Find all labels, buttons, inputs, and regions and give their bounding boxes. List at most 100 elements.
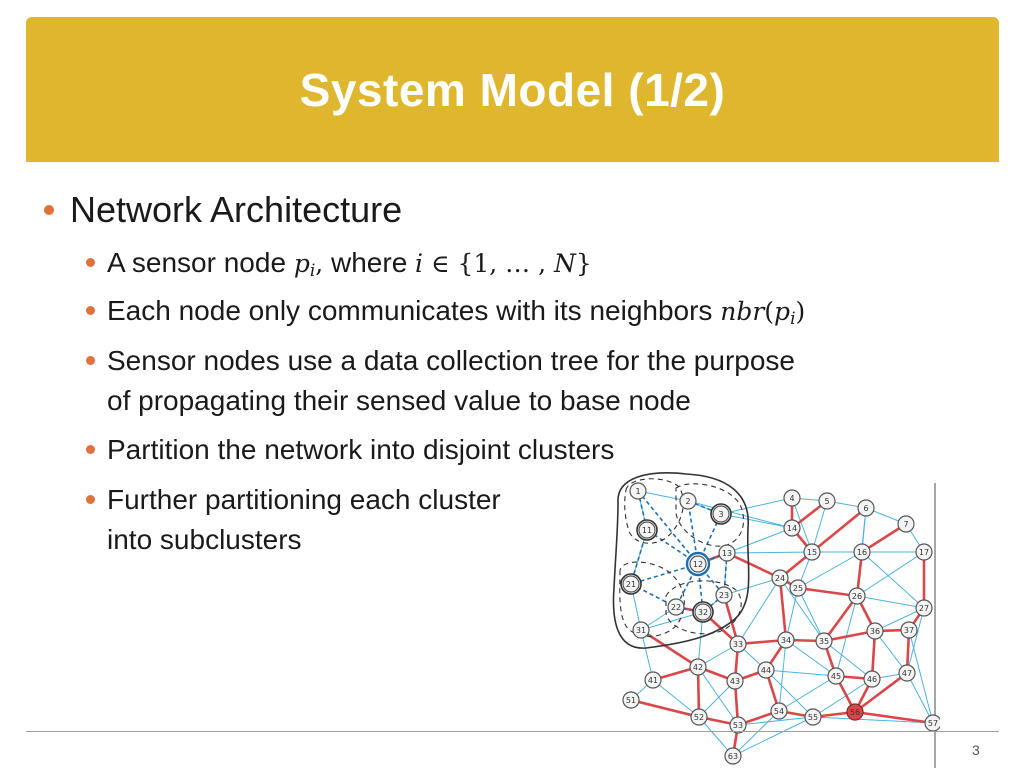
neighbor-edge	[861, 551, 925, 609]
neighbor-edge	[797, 551, 863, 589]
node-circle	[724, 747, 742, 765]
bullet-neighbors: Each node only communicates with its nei…	[86, 291, 805, 339]
node-label: 32	[698, 608, 708, 617]
math-symbol: i	[415, 249, 424, 278]
network-node: 13	[718, 544, 736, 562]
node-label: 14	[787, 524, 797, 533]
network-node: 3	[710, 503, 732, 525]
network-node: 35	[815, 632, 833, 650]
math-nbr: nbr(pi)	[720, 297, 806, 329]
subcluster-outline	[624, 478, 684, 544]
bullet-text: Each node only communicates with its nei…	[107, 291, 805, 339]
bullet-text: Partition the network into disjoint clus…	[107, 434, 615, 465]
bullet-dot-icon	[44, 205, 54, 215]
neighbor-edge	[737, 716, 814, 726]
node-circle	[900, 621, 918, 639]
network-node: 11	[636, 519, 658, 541]
node-circle	[629, 482, 647, 500]
math-symbol: )	[795, 297, 806, 326]
network-node: 16	[853, 543, 871, 561]
neighbor-edge	[720, 497, 793, 515]
node-label: 26	[852, 592, 862, 601]
text-line: into subclusters	[107, 524, 302, 555]
node-label: 37	[904, 626, 914, 635]
node-circle	[726, 672, 744, 690]
neighbor-edge	[697, 666, 739, 726]
node-label: 63	[728, 752, 738, 761]
network-node: 22	[667, 598, 685, 616]
network-node: 37	[900, 621, 918, 639]
text-line: Further partitioning each cluster	[107, 484, 501, 515]
math-subscript: i	[309, 261, 316, 281]
network-node: 51	[622, 691, 640, 709]
node-circle	[771, 569, 789, 587]
math-set: i ∈ {1, … , N}	[415, 249, 592, 278]
node-circle	[853, 543, 871, 561]
node-label: 24	[775, 574, 785, 583]
node-label: 27	[919, 604, 929, 613]
node-circle	[632, 621, 650, 639]
tree-edge	[630, 698, 700, 719]
node-circle	[848, 587, 866, 605]
neighbor-edge	[726, 551, 813, 554]
node-label: 45	[831, 672, 841, 681]
node-label: 22	[671, 603, 681, 612]
math-symbol: ,	[315, 249, 324, 278]
network-node: 17	[915, 543, 933, 561]
subcluster-outline	[675, 483, 744, 547]
math-symbol: p	[774, 297, 791, 326]
math-symbol: N	[554, 249, 576, 278]
node-circle	[866, 622, 884, 640]
node-label: 16	[857, 548, 867, 557]
node-circle	[622, 691, 640, 709]
node-label: 41	[648, 676, 658, 685]
cluster-edge	[697, 552, 728, 565]
node-label: 43	[730, 677, 740, 686]
node-label: 15	[807, 548, 817, 557]
tree-edge	[823, 629, 876, 643]
node-label: 54	[774, 707, 784, 716]
network-node: 24	[771, 569, 789, 587]
network-node: 34	[777, 631, 795, 649]
node-circle	[827, 667, 845, 685]
network-node: 36	[866, 622, 884, 640]
node-label: 1	[635, 487, 640, 496]
network-node: 5	[818, 492, 836, 510]
bullet-sensor-node: A sensor node pi, where i ∈ {1, … , N}	[86, 243, 592, 291]
tree-edge	[854, 671, 908, 714]
node-label: 7	[903, 520, 908, 529]
bullet-dot-icon	[86, 495, 95, 504]
node-circle	[689, 658, 707, 676]
neighbor-edge	[687, 500, 793, 529]
bullet-text: Sensor nodes use a data collection tree …	[107, 341, 795, 421]
node-circle	[718, 544, 736, 562]
network-node: 54	[770, 702, 788, 720]
math-symbol: (	[764, 297, 775, 326]
node-label: 51	[626, 696, 636, 705]
network-node: 21	[620, 573, 642, 595]
node-label: 23	[719, 591, 729, 600]
node-label: 6	[863, 504, 868, 513]
node-circle	[689, 555, 707, 573]
node-circle	[622, 575, 640, 593]
network-node: 23	[715, 586, 733, 604]
neighbor-edge	[797, 587, 825, 642]
neighbor-edge	[785, 639, 837, 677]
network-node: 4	[783, 489, 801, 507]
node-circle	[815, 632, 833, 650]
node-label: 36	[870, 627, 880, 636]
network-node: 12	[685, 551, 711, 577]
neighbor-edge	[812, 678, 873, 718]
neighbor-edge	[785, 587, 799, 641]
neighbor-edge	[779, 577, 825, 642]
bullet-partition: Partition the network into disjoint clus…	[86, 430, 614, 470]
node-label: 44	[761, 666, 771, 675]
bullet-dot-icon	[86, 258, 95, 267]
node-label: 25	[793, 584, 803, 593]
node-label: 35	[819, 637, 829, 646]
node-label: 34	[781, 636, 791, 645]
network-node: 43	[726, 672, 744, 690]
neighbor-edge	[811, 500, 828, 553]
